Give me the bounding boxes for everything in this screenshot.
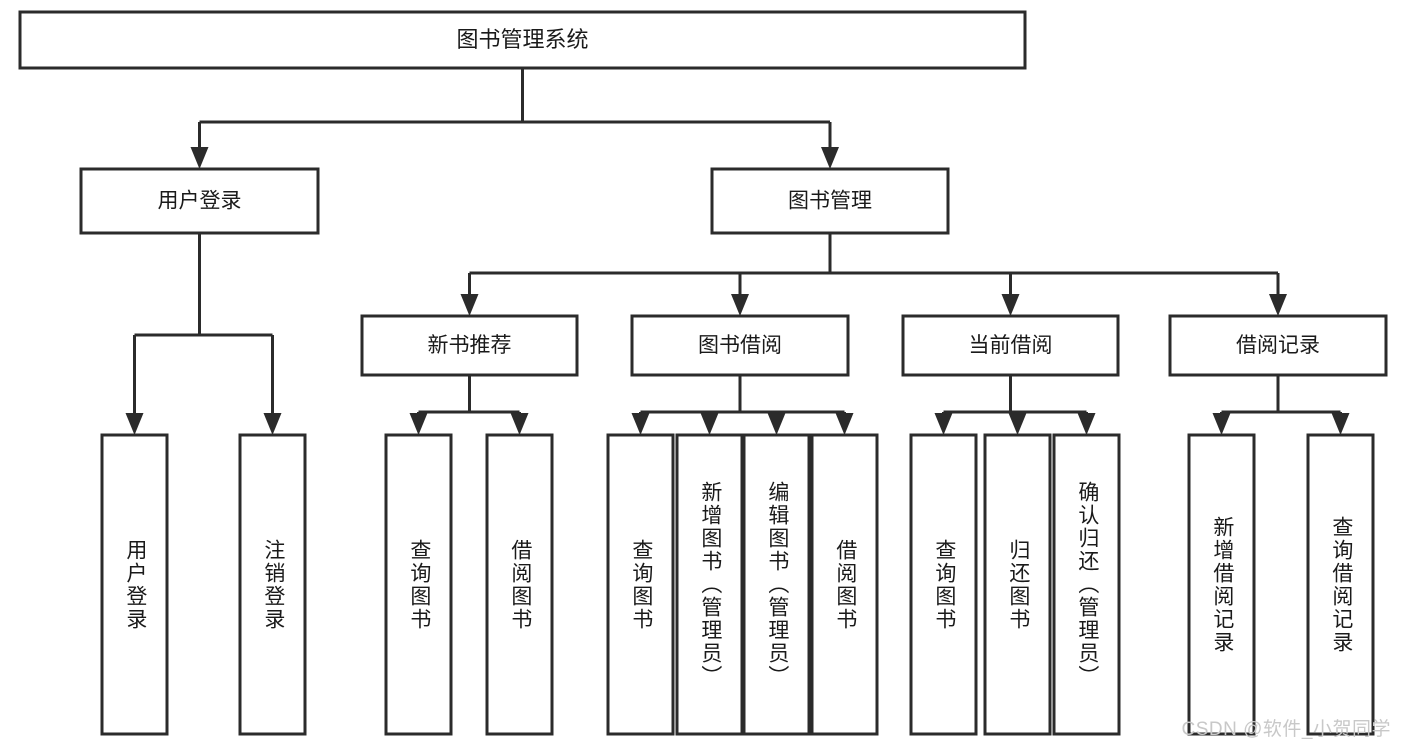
level2-node-1-label: 图书管理 <box>788 190 872 213</box>
arrow-head-icon <box>1331 413 1350 435</box>
leaf-node-5-box[interactable] <box>675 433 744 736</box>
arrow-head-icon <box>700 413 719 435</box>
leaf-node-10-box[interactable] <box>1052 433 1121 736</box>
level3-node-1-box[interactable] <box>630 314 850 377</box>
arrow-head-icon <box>835 413 854 435</box>
leaf-node-12-box[interactable] <box>1306 433 1375 736</box>
arrow-head-icon <box>767 413 786 435</box>
arrow-head-icon <box>1008 413 1027 435</box>
arrow-head-icon <box>1001 294 1020 316</box>
root-node-box[interactable] <box>18 10 1027 70</box>
connector-layer <box>125 68 1350 435</box>
leaf-node-7-box[interactable] <box>810 433 879 736</box>
arrow-head-icon <box>190 147 209 169</box>
arrow-head-icon <box>1077 413 1096 435</box>
leaf-node-6-box[interactable] <box>742 433 811 736</box>
level2-node-0-box[interactable] <box>79 167 320 235</box>
leaf-node-11-box[interactable] <box>1187 433 1256 736</box>
arrow-head-icon <box>409 413 428 435</box>
arrow-head-icon <box>821 147 839 169</box>
level3-node-2-box[interactable] <box>901 314 1120 377</box>
leaf-node-2-box[interactable] <box>384 433 453 736</box>
level3-node-1-label: 图书借阅 <box>698 334 782 357</box>
leaf-node-0-box[interactable] <box>100 433 169 736</box>
arrow-head-icon <box>631 413 650 435</box>
arrow-head-icon <box>1212 413 1231 435</box>
arrow-head-icon <box>125 413 144 435</box>
root-node-label: 图书管理系统 <box>456 27 588 52</box>
leaf-node-3-box[interactable] <box>485 433 554 736</box>
level2-node-0-label: 用户登录 <box>158 190 242 213</box>
leaf-node-8-box[interactable] <box>909 433 978 736</box>
arrow-head-icon <box>510 413 529 435</box>
arrow-head-icon <box>1269 294 1287 316</box>
node-box-layer <box>18 10 1388 736</box>
arrow-head-icon <box>934 413 953 435</box>
level3-node-0-box[interactable] <box>360 314 579 377</box>
arrow-head-icon <box>460 294 479 316</box>
level3-node-0-label: 新书推荐 <box>428 334 512 357</box>
leaf-node-9-box[interactable] <box>983 433 1052 736</box>
leaf-node-4-box[interactable] <box>606 433 675 736</box>
leaf-node-1-box[interactable] <box>238 433 307 736</box>
level3-node-2-label: 当前借阅 <box>969 334 1053 357</box>
level2-node-1-box[interactable] <box>710 167 950 235</box>
arrow-head-icon <box>731 294 749 316</box>
watermark-text: CSDN @软件_小贺同学 <box>1181 719 1391 740</box>
level3-node-3-label: 借阅记录 <box>1236 334 1320 357</box>
arrow-head-icon <box>263 413 282 435</box>
level3-node-3-box[interactable] <box>1168 314 1388 377</box>
